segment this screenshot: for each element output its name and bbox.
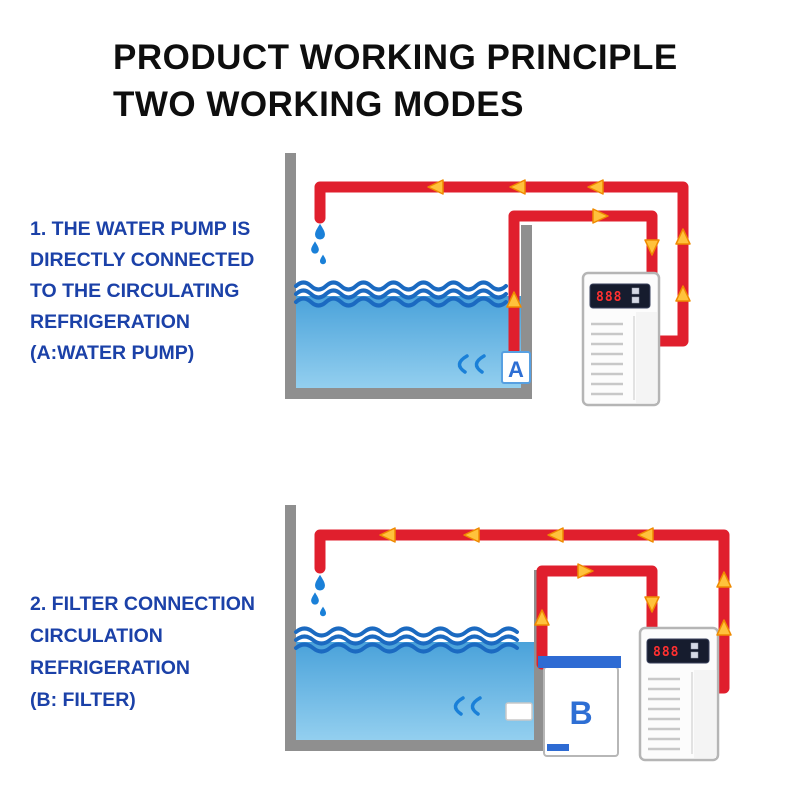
- filter-label: B: [569, 695, 592, 731]
- water-drop-icon: [319, 254, 327, 265]
- chiller-display-button: [690, 651, 699, 659]
- water-flow-swoosh-icon: [453, 696, 482, 716]
- intake-nozzle: [505, 702, 533, 721]
- flow-arrow-icon: [509, 179, 526, 195]
- water-wave: [294, 634, 519, 646]
- tank-bottom-wall: [285, 388, 532, 399]
- tank-left-wall: [285, 153, 296, 396]
- flow-arrow-icon: [534, 609, 550, 626]
- mode-2-diagram: B 888: [285, 505, 732, 762]
- flow-arrow-icon: [644, 596, 660, 613]
- filter-top-bar: [538, 656, 621, 668]
- water-drop-icon: [319, 606, 327, 617]
- flow-arrow-icon: [675, 228, 691, 245]
- flow-arrow-icon: [675, 285, 691, 302]
- flow-arrow-icon: [379, 527, 396, 543]
- mode-1-line: REFRIGERATION: [30, 311, 190, 333]
- chiller-display-button: [631, 287, 640, 295]
- water-flow-swoosh-icon: [457, 354, 486, 374]
- water-wave: [294, 296, 508, 308]
- chiller-side-panel: [636, 312, 657, 403]
- flow-arrow-icon: [506, 291, 522, 308]
- chiller-display-digits: 888: [596, 290, 622, 305]
- mode-1-description: 1. THE WATER PUMP IS DIRECTLY CONNECTED …: [30, 214, 254, 369]
- water-wave: [294, 626, 519, 638]
- tank-right-wall: [521, 225, 532, 399]
- page-title: PRODUCT WORKING PRINCIPLE TWO WORKING MO…: [113, 34, 678, 128]
- flow-arrow-icon: [592, 208, 609, 224]
- flow-arrow-icon: [716, 619, 732, 636]
- chiller-display-button: [690, 642, 699, 650]
- water-drop-icon: [315, 223, 325, 240]
- mode-2-line: REFRIGERATION: [30, 657, 190, 679]
- tank-water: [296, 642, 534, 740]
- flow-arrow-icon: [427, 179, 444, 195]
- tank-left-wall: [285, 505, 296, 748]
- flow-arrow-icon: [644, 239, 660, 256]
- pump-label: A: [508, 357, 524, 382]
- mode-1-line: TO THE CIRCULATING: [30, 280, 240, 302]
- flow-arrow-icon: [637, 527, 654, 543]
- title-line-1: PRODUCT WORKING PRINCIPLE: [113, 38, 678, 77]
- tank-water: [296, 296, 521, 388]
- mode-2-line: (B: FILTER): [30, 689, 136, 711]
- flow-arrow-icon: [587, 179, 604, 195]
- flow-arrow-icon: [463, 527, 480, 543]
- filter-unit: B: [538, 656, 621, 757]
- mode-2-line: 2. FILTER CONNECTION: [30, 593, 255, 615]
- chiller-unit: 888: [638, 626, 720, 762]
- mode-2-description: 2. FILTER CONNECTION CIRCULATION REFRIGE…: [30, 588, 255, 716]
- filter-outlet-pipe: [536, 565, 658, 670]
- mode-1-line: 1. THE WATER PUMP IS: [30, 218, 251, 240]
- water-drop-icon: [315, 574, 325, 591]
- water-wave: [294, 288, 508, 300]
- water-wave: [294, 642, 519, 654]
- chiller-side-panel: [694, 670, 716, 758]
- mode-2-line: CIRCULATION: [30, 625, 163, 647]
- chiller-display-button: [631, 296, 640, 304]
- tank-bottom-wall: [285, 740, 545, 751]
- chiller-display-digits: 888: [653, 645, 679, 660]
- water-drop-icon: [311, 241, 319, 254]
- chiller-unit: 888: [581, 271, 661, 407]
- mode-1-line: (A:WATER PUMP): [30, 342, 195, 364]
- flow-arrow-icon: [577, 563, 594, 579]
- filter-bottom-tab: [547, 744, 569, 751]
- pump-label-box: [501, 351, 531, 384]
- chiller-vents: [648, 677, 680, 751]
- chiller-vents: [591, 322, 623, 396]
- return-pipe: [314, 181, 689, 347]
- flow-arrow-icon: [547, 527, 564, 543]
- water-drop-icon: [311, 592, 319, 605]
- mode-1-line: DIRECTLY CONNECTED: [30, 249, 255, 271]
- mode-1-diagram: 888 A: [285, 153, 691, 407]
- flow-arrow-icon: [716, 571, 732, 588]
- water-pump-marker: A: [501, 351, 531, 384]
- title-line-2: TWO WORKING MODES: [113, 85, 524, 124]
- water-wave: [294, 280, 508, 292]
